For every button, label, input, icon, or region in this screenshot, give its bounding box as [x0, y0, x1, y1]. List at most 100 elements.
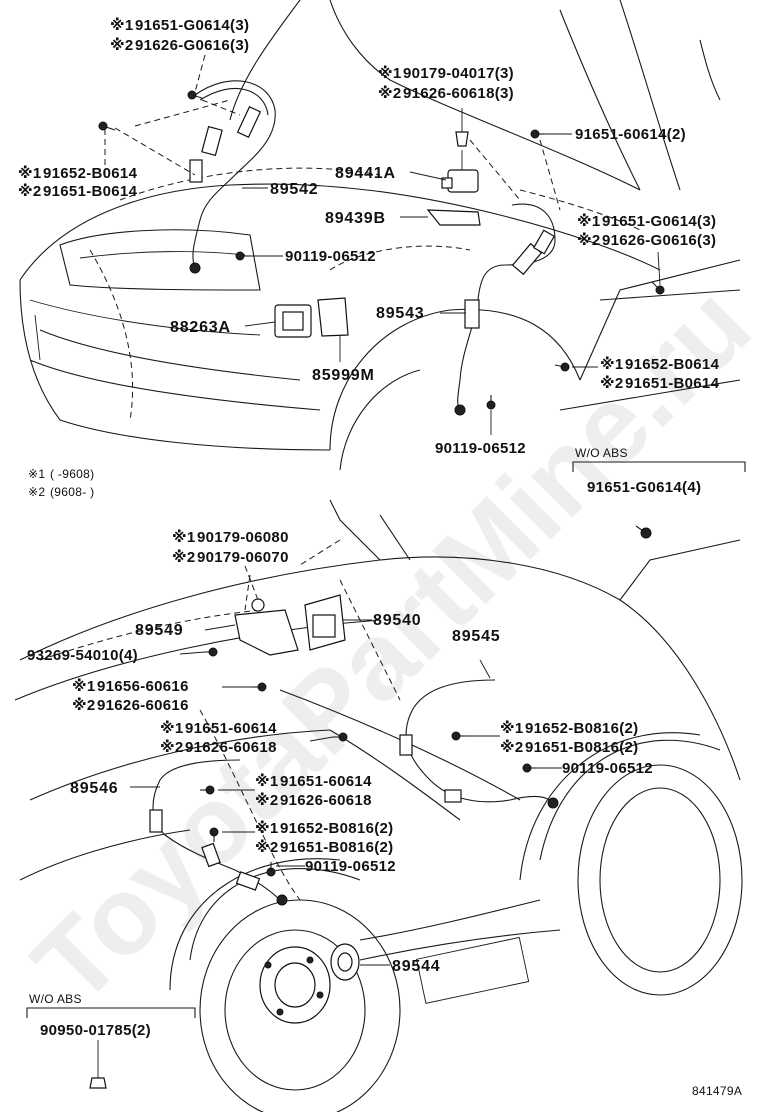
mark2-label: ※2 — [255, 791, 279, 809]
part-label: 90119-06512 — [562, 760, 653, 777]
mark1-label: ※1 — [18, 164, 42, 182]
part-label: 91651-B0816(2) — [280, 839, 393, 856]
wo-abs-label: W/O ABS — [575, 446, 628, 460]
part-label: 89439B — [325, 210, 386, 227]
part-label: 91656-60616 — [97, 678, 189, 695]
drawing-number: 841479A — [692, 1084, 742, 1098]
bolt-icon — [235, 251, 250, 261]
part-label: 89542 — [270, 181, 319, 198]
part-label: 91652-B0614 — [43, 165, 138, 182]
wo-abs-bracket-top — [572, 461, 746, 472]
mark2-label: ※2 — [255, 838, 279, 856]
part-label: 89540 — [373, 612, 422, 629]
mark2-label: ※2 — [110, 36, 134, 54]
mark1-label: ※1 — [378, 64, 402, 82]
wo-abs-bracket-bottom — [26, 1007, 196, 1018]
height-sensor-assembly — [426, 150, 481, 226]
mark1-label: ※1 — [577, 212, 601, 230]
mark2-label: ※2 — [160, 738, 184, 756]
mark1-label: ※1 — [600, 355, 624, 373]
part-label: 89546 — [70, 780, 119, 797]
bolt-icon — [98, 121, 116, 131]
mark1-label: ※1 — [172, 528, 196, 546]
part-label: 90179-06070 — [197, 549, 289, 566]
part-label: 91652-B0816(2) — [525, 720, 638, 737]
mark1-label: ※1 — [160, 719, 184, 737]
part-label: 90179-04017(3) — [403, 65, 514, 82]
rear-sensor-wire-right — [399, 679, 559, 809]
clip-icon — [455, 131, 469, 147]
bolt-icon — [187, 90, 203, 100]
relay-block — [274, 297, 349, 338]
bolt-icon — [651, 281, 665, 295]
mark1-label: ※1 — [500, 719, 524, 737]
mark2-label: ※2 — [577, 231, 601, 249]
part-label: 93269-54010(4) — [27, 647, 138, 664]
bottom-leader-lines — [97, 539, 562, 1078]
part-label: 91626-60616 — [97, 697, 189, 714]
top-labels: ※1 91651-G0614(3) ※2 91626-G0616(3) ※1 9… — [18, 16, 720, 499]
part-label: 91626-G0616(3) — [135, 37, 249, 54]
part-label: 89549 — [135, 622, 184, 639]
mark2-label: ※2 — [72, 696, 96, 714]
bolt-icon — [333, 732, 348, 742]
mark2-label: ※2 — [378, 84, 402, 102]
nut-icon — [89, 1077, 107, 1089]
legend-range2: (9608- ) — [50, 485, 94, 499]
mark1-label: ※1 — [255, 819, 279, 837]
part-label: 91651-G0614(3) — [135, 17, 249, 34]
mark2-label: ※2 — [600, 374, 624, 392]
bolt-icon — [451, 731, 466, 741]
bottom-labels: ※1 90179-06080 ※2 90179-06070 89540 8954… — [27, 528, 742, 1098]
part-label: 85999M — [312, 367, 375, 384]
bottom-bolts — [89, 647, 537, 1089]
legend-mark1: ※1 — [28, 467, 45, 481]
bolt-icon — [522, 763, 537, 773]
part-label: 91626-60618(3) — [403, 85, 514, 102]
bolt-icon — [266, 862, 276, 877]
part-label: 91626-60618 — [185, 739, 277, 756]
bolt-icon — [635, 525, 652, 539]
part-label: 90950-01785(2) — [40, 1022, 151, 1039]
bolt-icon — [209, 827, 219, 842]
mark2-label: ※2 — [18, 182, 42, 200]
part-label: 91626-60618 — [280, 792, 372, 809]
part-label: 91651-60614(2) — [575, 126, 686, 143]
part-label: 91651-G0614(4) — [587, 479, 701, 496]
mark2-label: ※2 — [500, 738, 524, 756]
part-label: 89543 — [376, 305, 425, 322]
legend-mark2: ※2 — [28, 485, 45, 499]
top-bolts — [98, 90, 665, 539]
part-label: 90119-06512 — [285, 248, 376, 265]
part-label: 91626-G0616(3) — [602, 232, 716, 249]
bolt-icon — [486, 395, 496, 410]
bolt-icon — [252, 682, 267, 692]
mark2-label: ※2 — [172, 548, 196, 566]
part-label: 89441A — [335, 165, 396, 182]
bolt-icon — [530, 129, 545, 139]
bolt-icon — [554, 362, 570, 372]
part-label: 91652-B0816(2) — [280, 820, 393, 837]
part-label: 91651-G0614(3) — [602, 213, 716, 230]
part-label: 90119-06512 — [435, 440, 526, 457]
part-label: 91651-B0816(2) — [525, 739, 638, 756]
mark1-label: ※1 — [72, 677, 96, 695]
mark1-label: ※1 — [255, 772, 279, 790]
part-label: 91651-60614 — [280, 773, 372, 790]
part-label: 89544 — [392, 958, 441, 975]
wo-abs-label: W/O ABS — [29, 992, 82, 1006]
part-label: 88263A — [170, 319, 231, 336]
part-label: 90179-06080 — [197, 529, 289, 546]
legend-range1: ( -9608) — [50, 467, 94, 481]
bolt-icon — [200, 785, 215, 795]
part-label: 91651-B0614 — [43, 183, 138, 200]
part-label: 89545 — [452, 628, 501, 645]
front-sensor-wire-right — [454, 203, 556, 416]
bolt-icon — [205, 647, 218, 657]
part-label: 91651-B0614 — [625, 375, 720, 392]
mark1-label: ※1 — [110, 16, 134, 34]
part-label: 91652-B0614 — [625, 356, 720, 373]
top-vehicle-outline — [19, 0, 741, 471]
rear-sensor-wire-left — [149, 759, 288, 906]
